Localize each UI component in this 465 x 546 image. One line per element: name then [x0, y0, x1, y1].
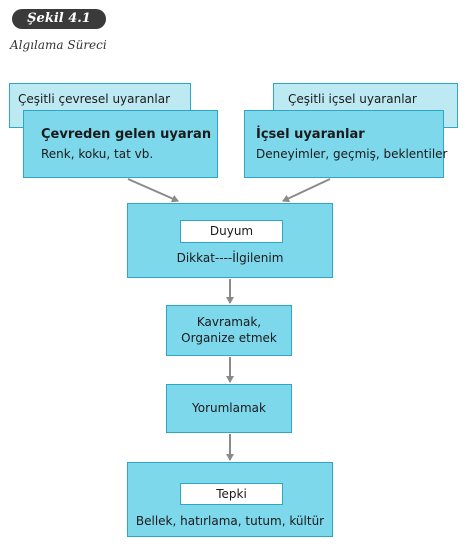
figure-label: Şekil 4.1: [12, 9, 106, 29]
right-front-box: İçsel uyaranlar Deneyimler, geçmiş, bekl…: [244, 110, 448, 178]
left-front-box: Çevreden gelen uyaran Renk, koku, tat vb…: [23, 110, 218, 178]
right-back-label: Çeşitli içsel uyaranlar: [288, 92, 417, 106]
kavramak-line1: Kavramak,: [196, 315, 262, 329]
left-back-label: Çeşitli çevresel uyaranlar: [18, 92, 171, 106]
figure-title: Algılama Süreci: [10, 38, 107, 52]
arrow-right-to-duyum: [282, 178, 331, 203]
left-front-text: Renk, koku, tat vb.: [41, 147, 154, 161]
yorumlamak-label: Yorumlamak: [192, 401, 266, 415]
tepki-text: Bellek, hatırlama, tutum, kültür: [135, 514, 325, 528]
duyum-label: Duyum: [209, 224, 254, 238]
arrow-left-to-duyum: [127, 178, 179, 203]
duyum-text: Dikkat----İlgilenim: [176, 251, 284, 265]
kavramak-line2: Organize etmek: [181, 331, 277, 345]
left-front-title: Çevreden gelen uyaran: [41, 127, 212, 142]
duyum-box: Duyum Dikkat----İlgilenim: [127, 203, 333, 278]
right-front-title: İçsel uyaranlar: [256, 127, 365, 142]
tepki-label: Tepki: [216, 487, 247, 501]
kavramak-box: Kavramak, Organize etmek: [166, 305, 292, 356]
right-front-text: Deneyimler, geçmiş, beklentiler: [256, 147, 448, 161]
tepki-box: Tepki Bellek, hatırlama, tutum, kültür: [127, 462, 333, 537]
yorumlamak-box: Yorumlamak: [166, 384, 292, 433]
tepki-label-box: Tepki: [180, 483, 283, 505]
duyum-label-box: Duyum: [180, 220, 283, 243]
